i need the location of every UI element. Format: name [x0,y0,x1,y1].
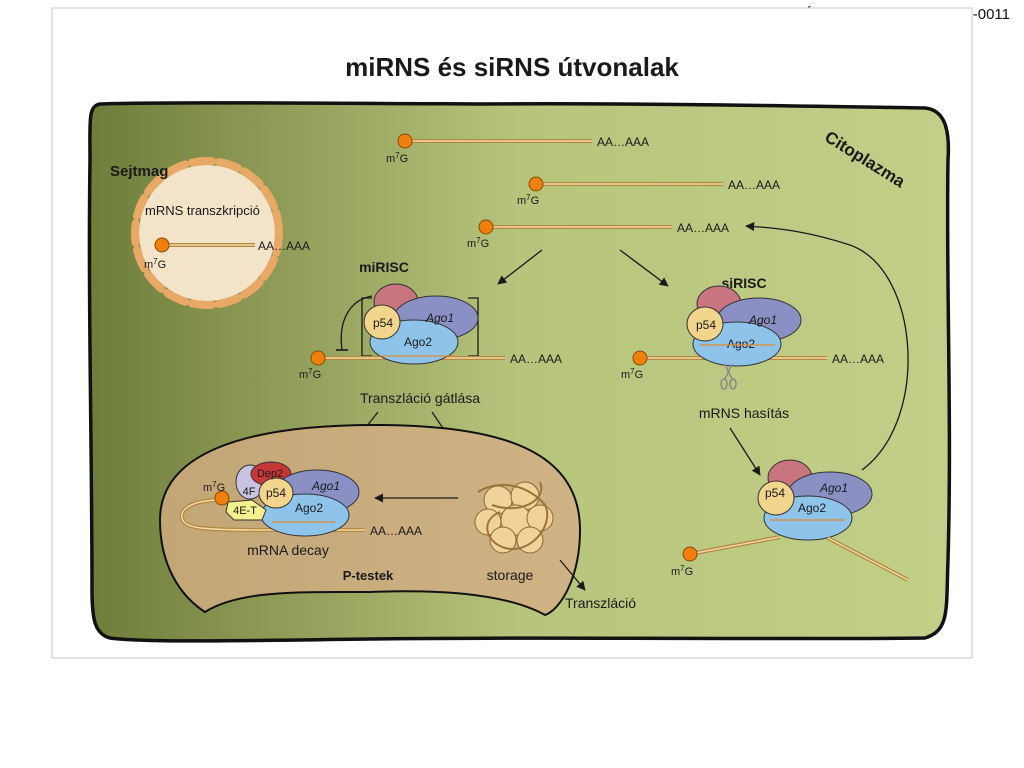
ago1-label: Ago1 [311,479,340,493]
mrna-decay-label: mRNA decay [247,542,329,558]
ago2-label: Ago2 [727,337,755,351]
nucleus-label: Sejtmag [110,163,168,180]
mirisc-label: miRISC [359,259,409,275]
polya-tail: AA…AAA [370,524,422,538]
p54-label: p54 [696,318,716,332]
nucleus [131,157,283,309]
dep2-label: Dep2 [257,468,283,480]
ago2-label: Ago2 [404,335,432,349]
cap-label: m7G [671,564,693,578]
inhibition-arc [340,295,373,351]
mrna-cap [310,350,326,366]
cap-label: m7G [386,151,408,165]
p54-label: p54 [765,486,785,500]
cap-label: m7G [467,236,489,250]
decay-complex [225,461,360,537]
cap-label: m7G [299,367,321,381]
p-bodies-label: P-testek [343,568,394,583]
ago1-label: Ago1 [425,311,454,325]
cyto-mrna-3 [478,219,672,235]
mrna-cap [632,350,648,366]
storage-label: storage [487,567,534,583]
p54-label: p54 [266,486,286,500]
translation-label: Transzláció [565,595,636,611]
polya-tail: AA…AAA [832,352,884,366]
cap-label: m7G [517,193,539,207]
diagram-title: miRNS és siRNS útvonalak [345,52,679,82]
p54-label: p54 [373,316,393,330]
decay-mrna [179,498,365,532]
cap-label: m7G [144,257,166,271]
cap-label: m7G [621,367,643,381]
arrow-to-sirisc-release [729,427,761,476]
ago2-label: Ago2 [798,501,826,515]
polya-tail: AA…AAA [677,221,729,235]
ago2-label: Ago2 [295,501,323,515]
sirisc-label: siRISC [721,275,766,291]
eif4f-label: 4F [243,486,256,498]
polya-tail: AA…AAA [258,239,310,253]
ago1-label: Ago1 [819,481,848,495]
arrow-to-mirisc [497,249,543,285]
cleaved-fragment-3prime [827,536,909,582]
recycling-arrow [745,221,909,471]
transcription-label: mRNS transzkripció [145,203,260,218]
polya-tail: AA…AAA [728,178,780,192]
cyto-mrna-2 [528,176,723,192]
eif4et-label: 4E-T [233,505,257,517]
polya-tail: AA…AAA [597,135,649,149]
cleaved-fragment-5prime [682,535,781,562]
mrna-cleavage-label: mRNS hasítás [699,405,789,421]
polya-tail: AA…AAA [510,352,562,366]
cyto-mrna-1 [397,133,592,149]
arrow-to-translation [559,559,586,591]
storage-granule [474,481,554,554]
ago1-label: Ago1 [748,313,777,327]
cap-label: m7G [203,480,225,494]
mrna-cap [154,237,170,253]
scissors-icon [720,363,737,390]
arrow-to-sirisc [619,249,669,287]
translation-inhibition-label: Transzláció gátlása [360,390,480,406]
